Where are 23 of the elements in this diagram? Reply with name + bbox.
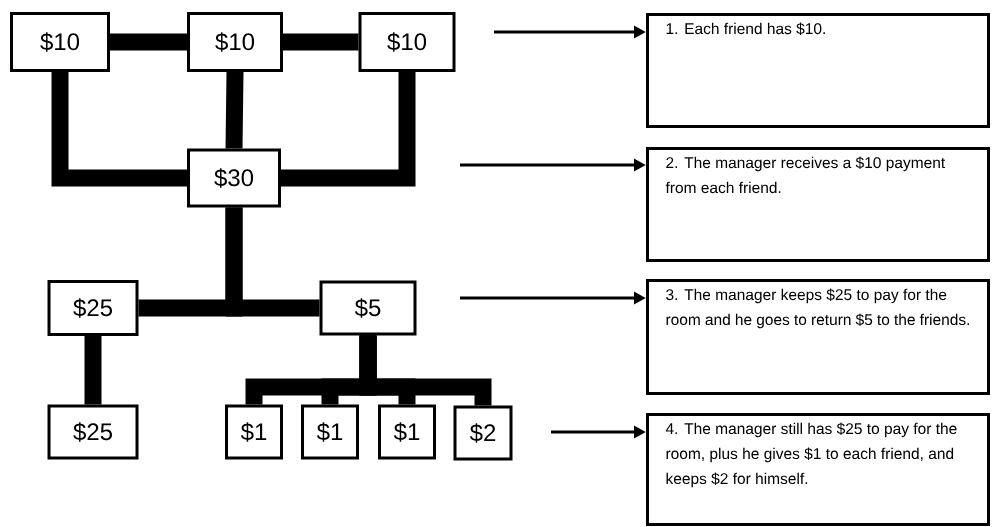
amount-box: $25 (47, 404, 139, 460)
connector-bar (51, 72, 187, 187)
connector-bar (281, 72, 416, 187)
connector-bar (359, 335, 492, 406)
amount-box: $10 (358, 12, 456, 72)
amount-box: $1 (378, 404, 436, 460)
amount-box: $1 (301, 404, 359, 460)
text-box: 1. Each friend has $10. (646, 13, 990, 128)
amount-box: $1 (225, 404, 283, 460)
amount-box: $30 (187, 148, 281, 208)
amount-box: $5 (319, 280, 417, 336)
text-box: 4. The manager still has $25 to pay for the room, plus he gives $1 to each friend, and keeps $2 for himself. (646, 413, 990, 526)
connector-bar (283, 33, 359, 51)
amount-box: $25 (47, 280, 139, 336)
amount-box: $10 (187, 12, 283, 72)
connector-bar (225, 207, 320, 317)
connector-bar (225, 71, 244, 149)
text-box: 3. The manager keeps $25 to pay for the room and he goes to return $5 to the friends. (646, 279, 990, 395)
connector-bar (110, 33, 187, 51)
amount-box: $10 (10, 12, 110, 72)
connector-bar (84, 336, 102, 405)
text-box: 2. The manager receives a $10 payment from each friend. (646, 147, 990, 262)
amount-box: $2 (453, 405, 513, 461)
